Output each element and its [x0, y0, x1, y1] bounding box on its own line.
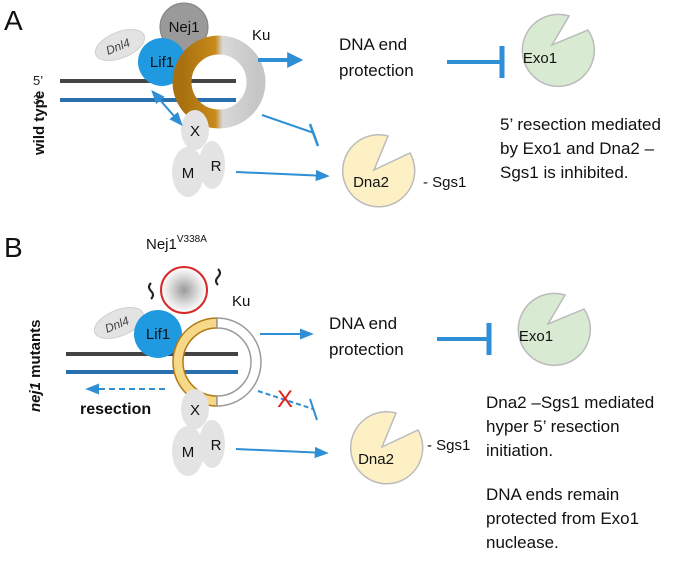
- sgs1-label: - Sgs1: [423, 174, 466, 191]
- dna2-label: Dna2: [353, 174, 389, 191]
- nej1-mutant-label: Nej1V338A: [146, 234, 207, 253]
- panel-b-note1-line2: hyper 5’ resection: [486, 417, 620, 436]
- protection-label-line1-b: DNA end: [329, 314, 397, 333]
- panel-a-note-line2: by Exo1 and Dna2 –: [500, 139, 655, 158]
- nej1-mutant-superscript: V338A: [177, 234, 207, 245]
- m-protein-b: [172, 426, 204, 476]
- blocked-inhibition-bar: [309, 398, 318, 421]
- panel-b-side-label-rest: mutants: [27, 319, 44, 382]
- panel-a-side-label: wild type: [31, 91, 48, 156]
- r-protein-b: [199, 420, 225, 468]
- panel-b-note1-line1: Dna2 –Sgs1 mediated: [486, 393, 654, 412]
- exo1-pacman: [521, 13, 596, 88]
- panel-b-note2-line2: protected from Exo1: [486, 509, 639, 528]
- panel-a-note-line1: 5’ resection mediated: [500, 115, 661, 134]
- m-label: M: [182, 165, 195, 182]
- protection-label-line2-b: protection: [329, 340, 404, 359]
- x-label-b: X: [190, 402, 200, 419]
- nej1-label: Nej1: [169, 19, 200, 36]
- exo1-pacman-b: [517, 292, 592, 367]
- sgs1-label-b: - Sgs1: [427, 437, 470, 454]
- lif1-label: Lif1: [150, 54, 174, 71]
- ku-ring: [172, 35, 266, 129]
- strand-3prime-label: 3’: [33, 92, 43, 107]
- x-protein-b: [181, 389, 209, 429]
- strand-5prime-label: 5’: [33, 73, 43, 88]
- panel-b-side-label: nej1 mutants: [27, 319, 44, 412]
- panel-b-note2-line3: nuclease.: [486, 533, 559, 552]
- lif1-label-b: Lif1: [146, 326, 170, 343]
- resection-label: resection: [80, 401, 151, 418]
- x-label: X: [190, 123, 200, 140]
- panel-b-note2-line1: DNA ends remain: [486, 485, 619, 504]
- panel-b: B nej1 mutants resection Nej1V338A Dnl4 …: [4, 232, 654, 552]
- r-label-b: R: [211, 437, 222, 454]
- wave-right-icon: [215, 268, 221, 286]
- exo1-label-b: Exo1: [519, 328, 553, 345]
- dna2-label-b: Dna2: [358, 451, 394, 468]
- nej1-mutant-base: Nej1: [146, 236, 177, 253]
- dnl4-protein-b: [93, 307, 145, 339]
- mrx-to-dna2-arrow-b: [235, 446, 329, 459]
- m-label-b: M: [182, 444, 195, 461]
- m-protein: [172, 147, 204, 197]
- blocked-inhibition-line: [257, 390, 314, 410]
- nej1-mutant-protein: [160, 266, 208, 314]
- protection-label-line1: DNA end: [339, 35, 407, 54]
- dna2-pacman-b: [349, 411, 424, 485]
- ku-ring-right-half: [216, 317, 262, 407]
- r-protein: [199, 141, 225, 189]
- blocked-cross-icon: X: [277, 386, 293, 413]
- lif1-x-interaction-arrow: [151, 89, 183, 127]
- ku-label: Ku: [252, 27, 270, 44]
- ku-label-b: Ku: [232, 293, 250, 310]
- protection-label-line2: protection: [339, 61, 414, 80]
- mrx-to-dna2-arrow: [235, 169, 330, 182]
- ku-inhibits-dna2: [261, 114, 315, 134]
- exo1-label: Exo1: [523, 50, 557, 67]
- panel-a: A wild type 5’ 3’ Dnl4 Nej1 Lif1 Ku X M …: [4, 2, 661, 208]
- r-label: R: [211, 158, 222, 175]
- x-protein: [181, 110, 209, 150]
- dnl4-protein: [94, 29, 146, 61]
- nej1-protein: [159, 2, 209, 52]
- dna2-pacman: [341, 134, 416, 208]
- panel-b-note1-line3: initiation.: [486, 441, 553, 460]
- panel-a-letter: A: [4, 5, 23, 36]
- ku-inhibits-dna2-bar: [308, 123, 320, 147]
- panel-a-note-line3: Sgs1 is inhibited.: [500, 163, 629, 182]
- panel-b-letter: B: [4, 232, 23, 263]
- wave-left-icon: [148, 282, 154, 300]
- lif1-protein-b: [134, 310, 182, 358]
- panel-b-side-label-italic: nej1: [27, 382, 44, 412]
